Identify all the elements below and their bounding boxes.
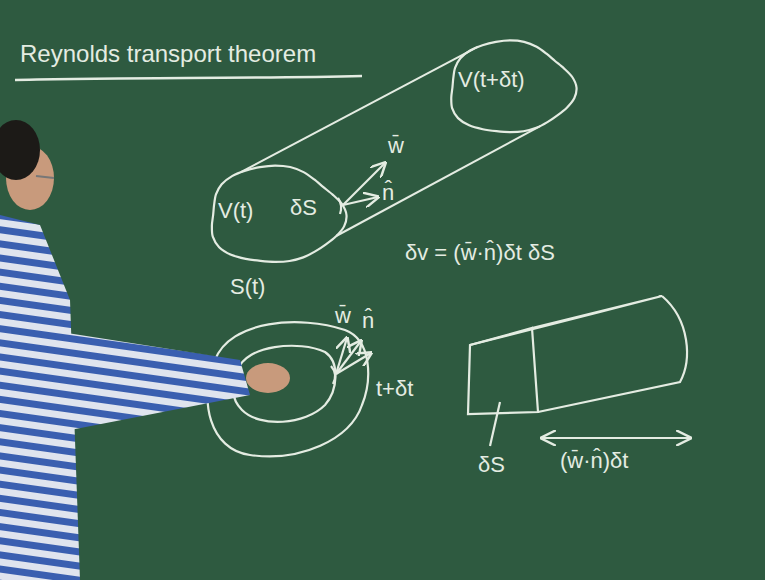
- surface-vectors: [338, 163, 385, 214]
- math-label: δS: [290, 195, 317, 220]
- math-label: n̂: [382, 180, 394, 205]
- title: Reynolds transport theorem: [20, 40, 316, 68]
- volume-region: V(t+δt): [440, 35, 580, 140]
- math-label: δv = (w̄·n̂)δt δS: [405, 240, 555, 265]
- title-underline: [15, 76, 362, 80]
- volume-label: V(t+δt): [458, 67, 525, 92]
- surface-label: S(t): [230, 274, 265, 299]
- math-label: t+δt: [376, 376, 413, 401]
- math-label: δS: [478, 452, 505, 477]
- envelope-line: [337, 126, 541, 236]
- math-label: w̄: [335, 303, 351, 328]
- math-label: n̂: [362, 308, 374, 333]
- volume-label: V(t): [218, 198, 253, 223]
- math-label: (w̄·n̂)δt: [560, 448, 628, 473]
- prism-element: [468, 296, 690, 446]
- volume-region: V(t)S(t): [200, 160, 350, 270]
- lecturer: [0, 120, 290, 580]
- math-label: w̄: [388, 133, 404, 158]
